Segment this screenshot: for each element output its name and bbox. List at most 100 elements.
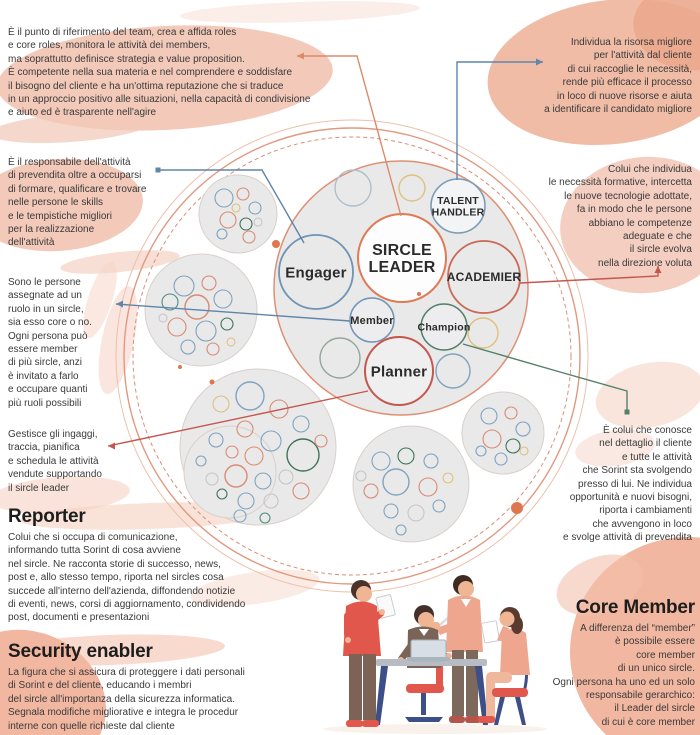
sircle-cluster [183,425,277,519]
mini-circle [383,503,399,519]
people-illustration [323,575,547,734]
security-enabler-title: Security enabler [8,641,153,662]
mini-circle [292,482,310,500]
role-circle-champion [420,303,468,351]
mini-circle [195,455,207,467]
mini-circle [242,230,256,244]
mini-circle [244,446,264,466]
mini-circle [382,468,410,496]
mini-circle [208,432,224,448]
accent-dots [178,240,523,514]
mini-circle [213,289,233,309]
mini-circles [158,169,531,536]
mini-circle [233,509,247,523]
mini-circle [319,337,361,379]
mini-circle [237,492,255,510]
connector-member-link [115,303,351,322]
outer-ring [123,127,581,585]
connector-planner-link [107,390,369,447]
connector-arrow [116,300,123,308]
academier-note: Colui che individua le necessità formati… [548,164,692,269]
core-member-title: Core Member [575,597,695,618]
mini-circle [236,420,254,438]
connector-endpoint [624,409,630,415]
mini-circle [475,445,487,457]
mini-circle [260,430,282,452]
mini-circle [239,217,253,231]
mini-circle [173,275,195,297]
mini-circle [505,438,521,454]
core-member-section: Core Member A differenza del “member” è … [465,597,696,729]
connectors [107,52,662,450]
mini-circle [314,434,328,448]
mini-circle [216,488,228,500]
planner-note: Gestisce gli ingaggi, traccia, pianifica… [8,429,102,494]
mini-circle [205,472,219,486]
mini-circle [435,353,471,389]
mini-circle [515,421,531,437]
outer-ring [132,136,572,576]
role-label-champion: Champion [418,322,471,334]
mini-circle [278,469,294,485]
floor-shadow [323,724,547,734]
role-circle-academier [447,240,521,314]
role-circle-talent-handler [430,178,486,234]
sircle-cluster [461,391,545,475]
mini-circle [224,464,248,488]
mini-circle [253,217,263,227]
mini-circle [201,275,217,291]
mini-circle [407,504,425,522]
sircle-cluster [352,425,470,543]
mini-circle [216,228,228,240]
connector-sircle-leader-link [297,55,402,217]
mini-circle [292,415,310,433]
mini-circle [206,342,220,356]
mini-circle [236,187,250,201]
mini-circle [418,477,438,497]
mini-circle [226,337,236,347]
connector-arrow [654,266,662,273]
role-circle-engager [278,234,354,310]
person-sitting-woman [478,607,530,725]
mini-circle [269,399,289,419]
mini-circle [158,313,168,323]
mini-circle [286,438,320,472]
mini-circle [214,188,234,208]
role-label-member: Member [350,315,394,327]
mini-circle [259,512,271,524]
role-circle-member [349,297,395,343]
mini-circle [212,395,230,413]
accent-dot [511,502,523,514]
role-label-academier: ACADEMIER [447,270,522,284]
mini-circle [254,472,272,490]
mini-circle [482,429,502,449]
mini-circle [334,169,372,207]
connector-endpoint [155,167,161,173]
mini-circle [504,406,518,420]
accent-dot [272,240,280,248]
accent-dot [417,292,421,296]
mini-circle [195,320,217,342]
connector-champion-link [462,343,628,412]
mini-circle [395,524,407,536]
accent-dot [209,379,215,385]
connector-engager-link [158,169,305,244]
champion-note: È colui che conosce nel dettaglio il cli… [563,425,692,544]
security-enabler-section: Security enabler La figura che si assicu… [8,641,338,733]
mini-circle [494,452,508,466]
mini-circle [371,451,391,471]
mini-circle [398,174,426,202]
mini-circle [248,201,262,215]
reporter-text: Colui che si occupa di comunicazione, in… [8,532,246,624]
mini-circle [467,317,499,349]
mini-circle [167,317,187,337]
connector-arrow [108,442,115,450]
mini-circle [225,445,239,459]
role-circle-planner [364,336,434,406]
mini-circle [423,453,439,469]
core-member-text: A differenza del “member” è possibile es… [552,623,695,728]
